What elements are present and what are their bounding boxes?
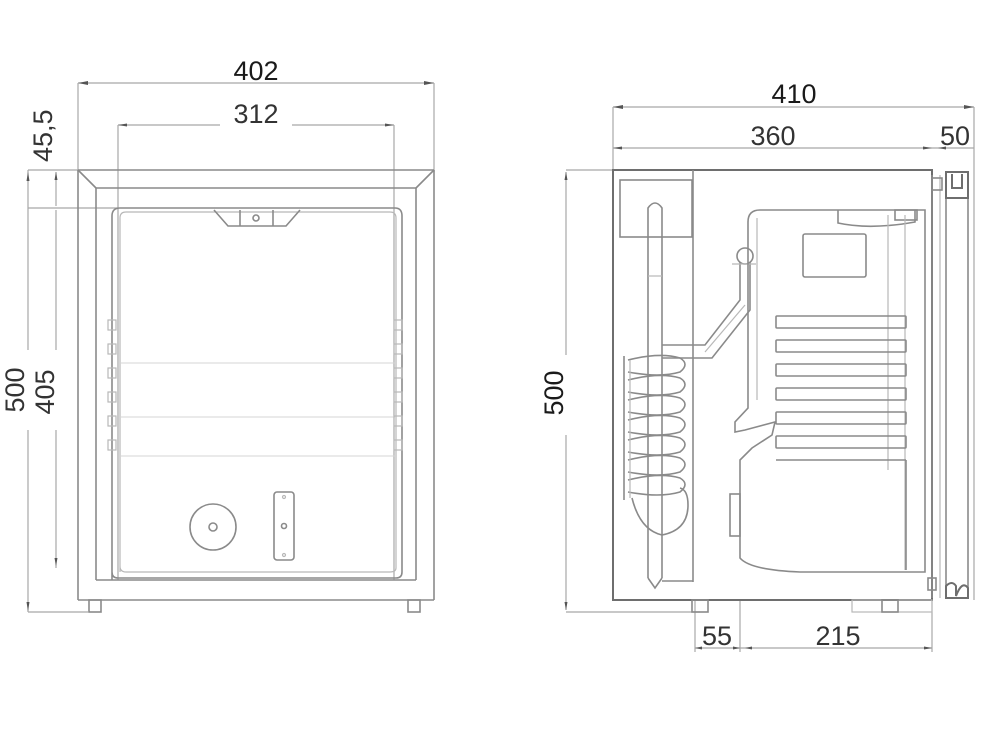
- dimension-front-height: 500 405: [0, 170, 88, 613]
- front-width-label: 402: [233, 56, 278, 86]
- boiler-tube: [647, 202, 693, 590]
- front-height-label: 500: [0, 367, 30, 412]
- dimension-side-height: 500: [539, 169, 700, 613]
- cooling-box: [729, 209, 926, 573]
- side-rear-foot: [691, 599, 709, 613]
- side-door-depth-label: 50: [940, 121, 970, 151]
- side-cabinet-depth-label: 360: [750, 121, 795, 151]
- front-right-shelf-rails: [393, 319, 403, 451]
- front-inner-width-label: 312: [233, 99, 278, 129]
- side-view: 410 360 50 500: [539, 79, 975, 652]
- side-door: [927, 171, 969, 599]
- connecting-pipe: [662, 247, 756, 359]
- front-left-foot: [88, 599, 102, 613]
- dimension-cabinet-depth: 360 50: [613, 121, 974, 151]
- door-handle-recess: [213, 209, 301, 227]
- front-right-foot: [407, 599, 421, 613]
- dimension-inner-width: 312: [117, 99, 395, 580]
- front-left-shelf-rails: [107, 319, 117, 451]
- lock-plate: [273, 491, 295, 561]
- top-hinge-icon: [931, 171, 969, 199]
- front-cabinet: [77, 169, 435, 613]
- side-cabinet: [612, 169, 933, 613]
- dimension-overall-width: 402: [77, 56, 435, 172]
- interior-shelves: [775, 315, 907, 570]
- front-top-offset-label: 45,5: [28, 109, 58, 162]
- dimension-bottom: 55 215: [694, 600, 933, 652]
- evaporator-panel: [802, 233, 867, 278]
- dimension-top-offset: 45,5: [28, 109, 118, 209]
- side-front-foot: [881, 599, 899, 613]
- side-rear-offset-label: 55: [702, 621, 732, 651]
- front-view: 402 312 45,5 50: [0, 56, 435, 613]
- side-depth-label: 410: [771, 79, 816, 109]
- bottom-hinge-icon: [927, 577, 969, 599]
- front-inner-height-label: 405: [30, 369, 60, 414]
- side-height-label: 500: [539, 370, 569, 415]
- side-foot-spacing-label: 215: [815, 621, 860, 651]
- dimension-overall-depth: 410: [612, 79, 975, 600]
- condenser-coil: [623, 354, 689, 536]
- thermostat-dial-icon: [189, 503, 237, 551]
- front-door-panel: [111, 207, 403, 580]
